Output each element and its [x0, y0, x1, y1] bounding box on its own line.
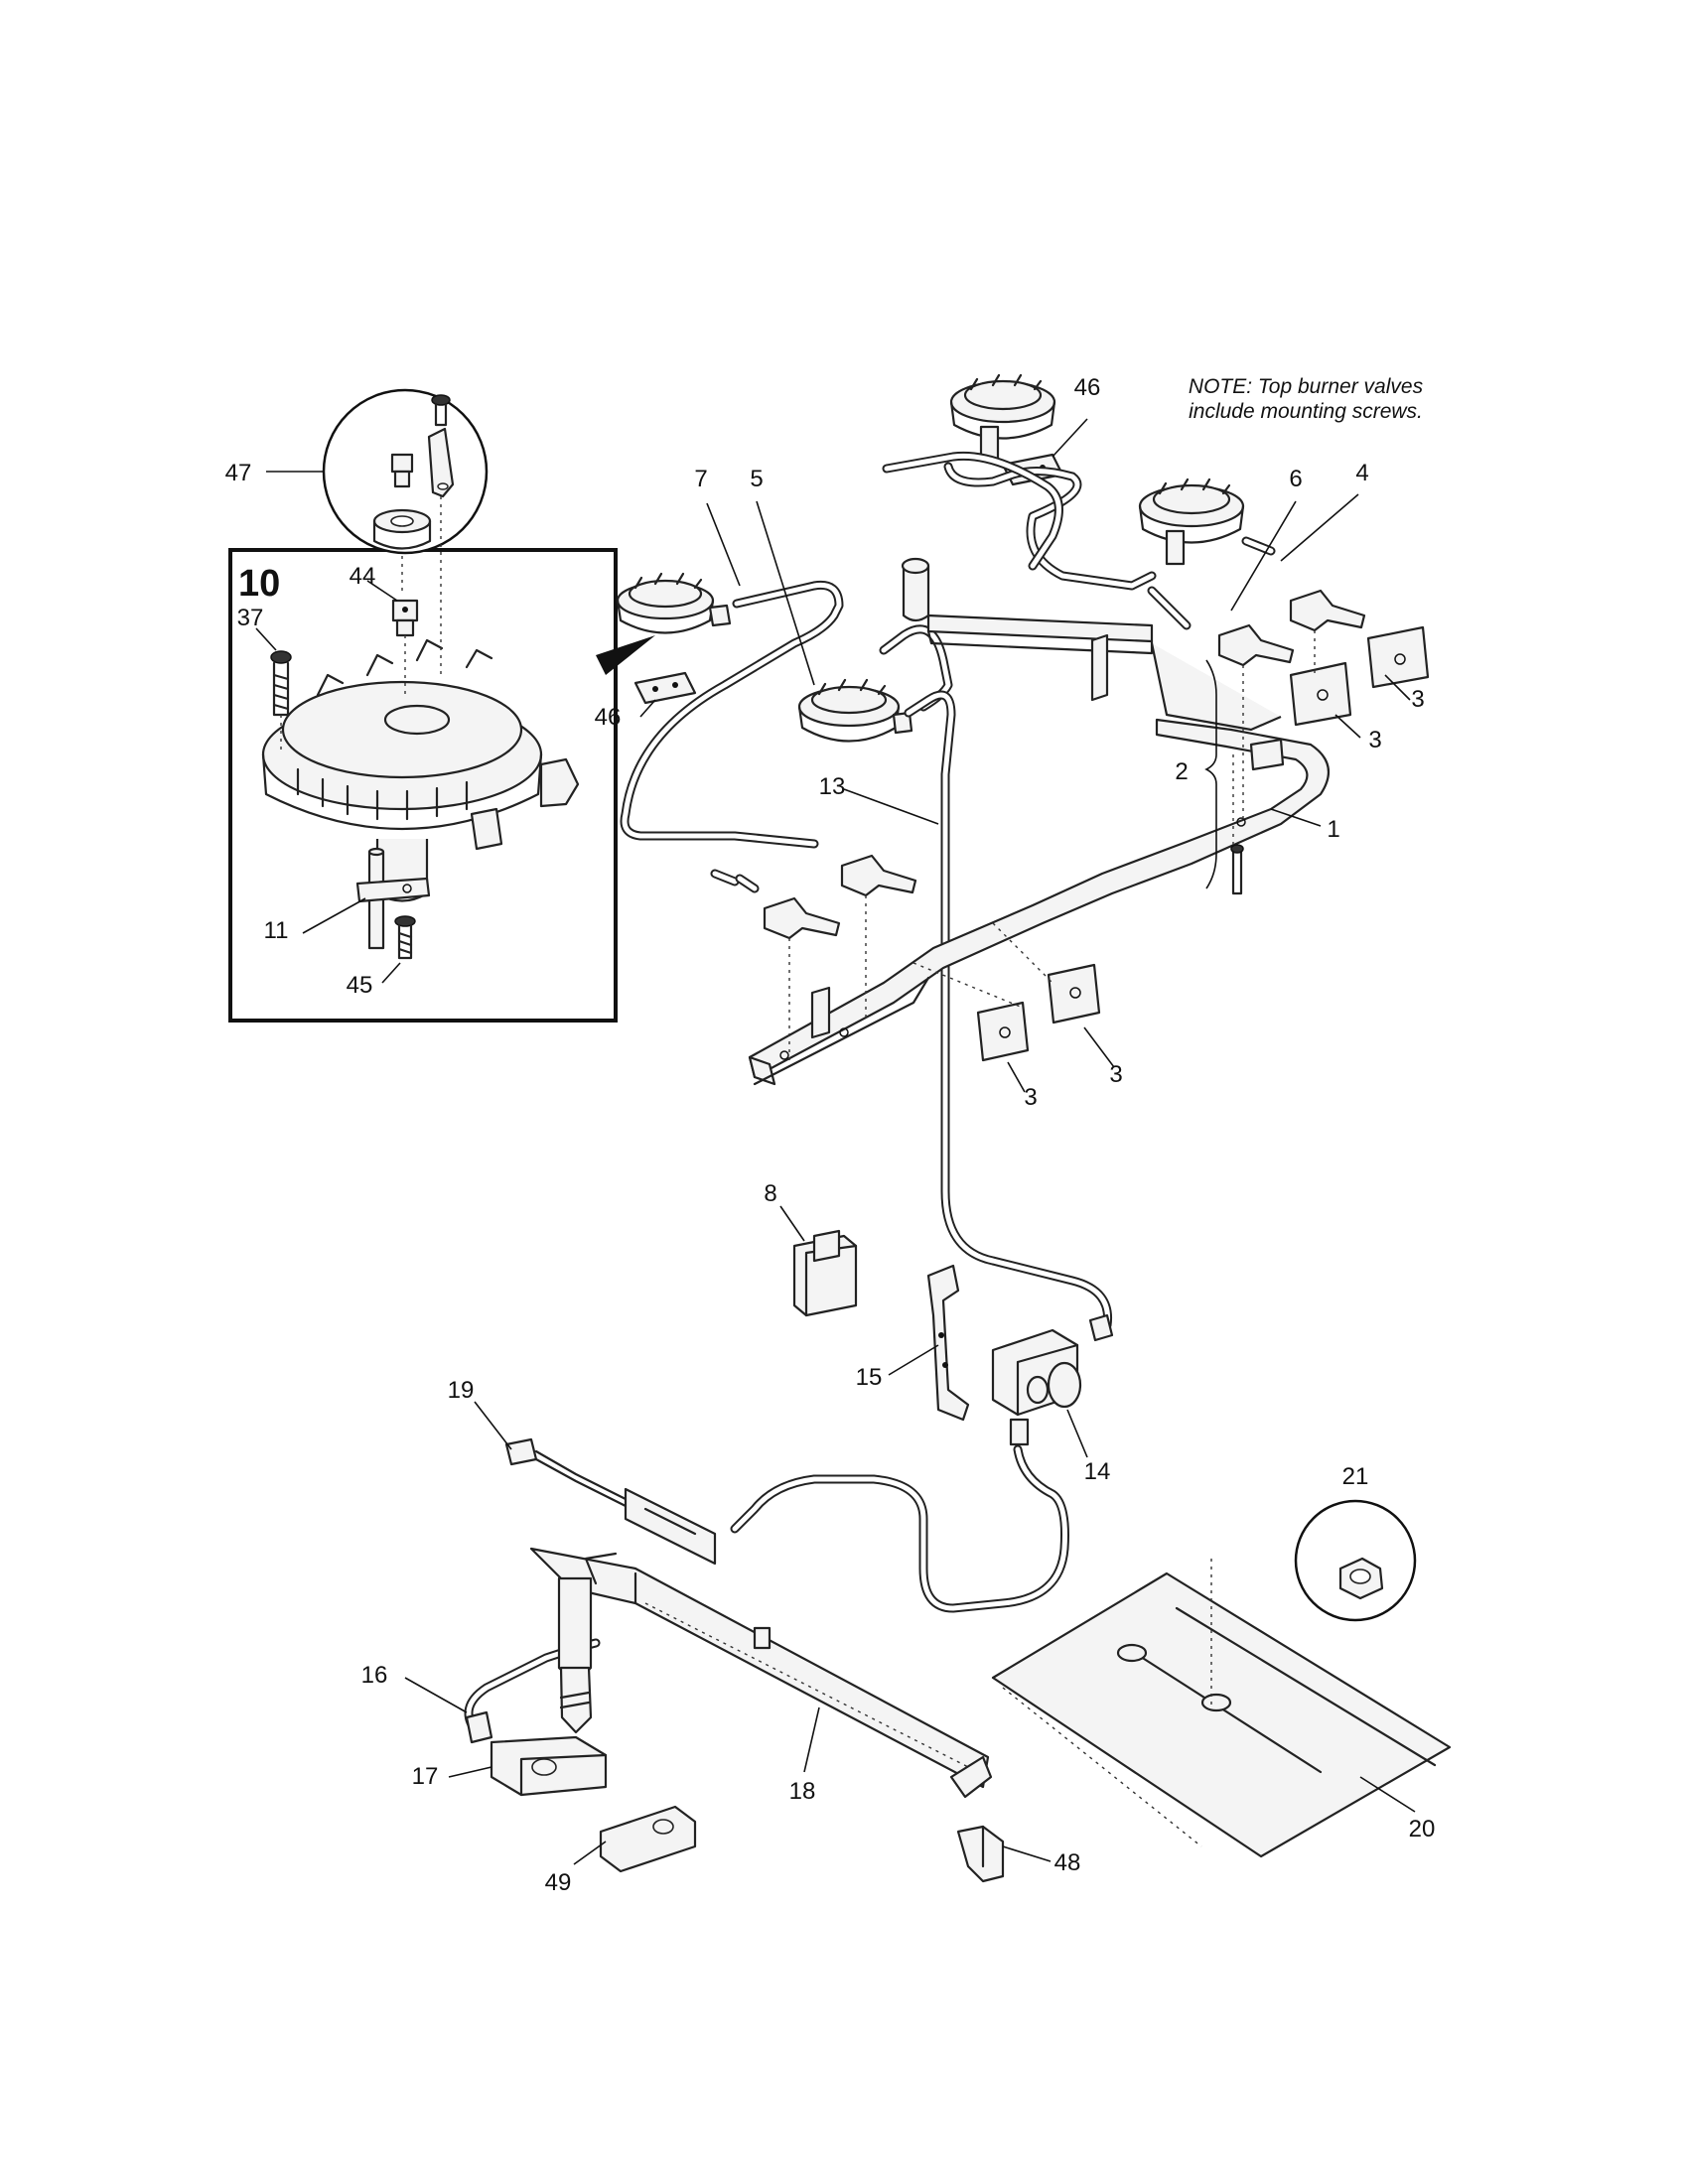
leader-49 [573, 1841, 607, 1865]
callout-2: 2 [1175, 758, 1188, 785]
burner-head-right-rear [949, 373, 1056, 461]
leader-16 [404, 1677, 468, 1713]
brace-2 [1204, 659, 1217, 889]
leader-46b [639, 699, 656, 718]
bracket-49 [599, 1805, 697, 1873]
callout-4: 4 [1355, 460, 1368, 486]
detail-circle-21 [1294, 1499, 1417, 1622]
callout-14: 14 [1084, 1458, 1111, 1485]
leader-15 [888, 1344, 939, 1376]
burner-head-left-front [797, 678, 913, 743]
callout-7: 7 [694, 466, 707, 492]
leader-5 [756, 500, 815, 686]
note-text: NOTE: Top burner valves include mounting… [1189, 375, 1424, 423]
leader-6 [1230, 500, 1297, 612]
inset-title: 10 [238, 563, 280, 605]
plate-3-d [1047, 963, 1101, 1024]
bracket-46-left [633, 671, 697, 705]
plate-3-c [976, 1001, 1030, 1062]
callout-21: 21 [1342, 1463, 1369, 1490]
callout-3: 3 [1024, 1084, 1037, 1111]
callout-11: 11 [264, 917, 289, 944]
leader-7 [706, 502, 741, 587]
burner-detail-inset: 10 [228, 548, 655, 1023]
electrode-11 [355, 847, 431, 950]
callout-labels: 46 46 47 7 5 6 4 44 37 11 45 13 2 1 3 3 … [225, 374, 1436, 1896]
callout-5: 5 [750, 466, 763, 492]
burner-valves [763, 589, 1366, 940]
plate-3-b [1366, 625, 1430, 689]
bracket-15 [926, 1264, 970, 1422]
callout-18: 18 [789, 1778, 816, 1805]
leader-4 [1280, 493, 1359, 562]
callout-8: 8 [764, 1180, 776, 1207]
leader-3b [1334, 714, 1361, 739]
callout-3: 3 [1368, 727, 1381, 753]
leader-3d [1007, 1061, 1026, 1093]
igniter-19 [504, 1437, 717, 1566]
leader-1 [1270, 808, 1322, 827]
callout-17: 17 [412, 1763, 439, 1790]
callout-49: 49 [545, 1869, 572, 1896]
callout-45: 45 [347, 972, 373, 999]
screw-2 [1230, 844, 1244, 895]
leader-13 [843, 788, 939, 825]
leader-48 [1002, 1845, 1052, 1862]
orifice-44 [391, 599, 419, 695]
baffle-20 [991, 1559, 1452, 1858]
detail-circle-47 [322, 388, 489, 675]
plate-3-a [1289, 661, 1352, 727]
regulator-14 [991, 1313, 1114, 1446]
callout-1: 1 [1327, 816, 1339, 843]
callout-16: 16 [361, 1662, 388, 1689]
svg-text:NOTE: Top burner valves: NOTE: Top burner valves [1189, 375, 1424, 398]
callout-46: 46 [595, 704, 622, 731]
part-8-bracket [792, 1229, 858, 1317]
callout-44: 44 [350, 563, 376, 590]
burner-base [261, 638, 580, 902]
oven-burner-18 [529, 1547, 993, 1799]
leader-8 [779, 1205, 805, 1242]
screw-37 [270, 650, 292, 754]
leader-19 [474, 1401, 512, 1450]
burner-head-right-front [1138, 478, 1245, 566]
leader-20 [1359, 1776, 1416, 1813]
gas-tubing [620, 451, 1276, 1330]
burner-head-left-rear [616, 572, 732, 634]
leader-3c [1083, 1026, 1115, 1068]
leader-17 [448, 1766, 492, 1778]
callout-20: 20 [1409, 1816, 1436, 1843]
callout-46: 46 [1074, 374, 1101, 401]
callout-47: 47 [225, 460, 252, 486]
leader-lines [404, 418, 1416, 1865]
leader-11 [302, 897, 366, 934]
screw-45 [394, 915, 416, 960]
callout-6: 6 [1289, 466, 1302, 492]
callout-15: 15 [856, 1364, 883, 1391]
callout-19: 19 [448, 1377, 475, 1404]
alignment-dashes [788, 630, 1316, 1062]
leader-44 [366, 580, 398, 602]
leader-18 [803, 1706, 820, 1773]
callout-3: 3 [1411, 686, 1424, 713]
leader-46a [1052, 418, 1088, 458]
svg-text:include mounting screws.: include mounting screws. [1189, 400, 1423, 423]
leader-37 [255, 627, 277, 651]
callout-13: 13 [819, 773, 846, 800]
leader-45 [381, 962, 401, 984]
leader-3a [1384, 674, 1411, 701]
callout-48: 48 [1054, 1849, 1081, 1876]
inset-pointer-arrow [596, 635, 655, 675]
leader-14 [1066, 1409, 1088, 1458]
bracket-48 [956, 1825, 1005, 1883]
callout-3: 3 [1109, 1061, 1122, 1088]
safety-valve-17 [465, 1710, 608, 1797]
callout-37: 37 [237, 605, 264, 631]
